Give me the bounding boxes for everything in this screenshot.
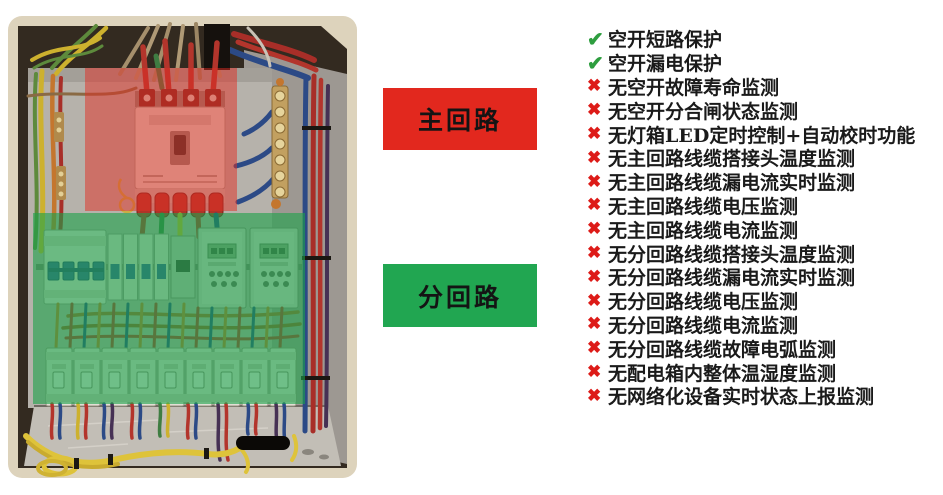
checklist-item: ✖ 无分回路线缆搭接头温度监测 [587, 241, 935, 266]
checklist-item-text: 无分回路线缆漏电流实时监测 [608, 267, 856, 290]
cross-icon: ✖ [587, 124, 602, 145]
checklist-item: ✖ 无分回路线缆漏电流实时监测 [587, 265, 935, 290]
checklist-item-text: 无主回路线缆电流监测 [608, 219, 799, 242]
checklist-item: ✔空开漏电保护 [587, 50, 935, 76]
checklist-item-text: 无分回路线缆搭接头温度监测 [608, 243, 856, 266]
checklist-item: ✖ 无主回路线缆搭接头温度监测 [587, 146, 935, 171]
cross-icon: ✖ [587, 147, 602, 168]
checklist-item: ✖ 无配电箱内整体温湿度监测 [587, 360, 935, 385]
checklist-item: ✔空开短路保护 [587, 26, 935, 52]
checklist-item: ✖ 无空开分合闸状态监测 [587, 98, 935, 123]
checklist-item-text: 无主回路线缆漏电流实时监测 [608, 172, 856, 195]
cross-icon: ✖ [587, 314, 602, 335]
cross-icon: ✖ [587, 338, 602, 359]
distribution-box-photo [8, 16, 357, 478]
checklist-item: ✖ 无网络化设备实时状态上报监测 [587, 384, 935, 409]
checklist-item-text: 无空开分合闸状态监测 [608, 100, 799, 123]
branch-circuit-highlight [33, 213, 305, 404]
checklist-item-text: 空开短路保护 [608, 29, 723, 52]
check-icon: ✔ [587, 26, 604, 51]
cross-icon: ✖ [587, 195, 602, 216]
checklist-item: ✖ 无主回路线缆漏电流实时监测 [587, 170, 935, 195]
checklist-item-text: 无空开故障寿命监测 [608, 77, 780, 99]
main-circuit-highlight [85, 68, 237, 211]
cross-icon: ✖ [587, 76, 602, 97]
cross-icon: ✖ [587, 290, 602, 311]
checklist-item-text: 无主回路线缆搭接头温度监测 [608, 148, 856, 171]
checklist-item-text: 无灯箱LED定时控制+自动校时功能 [608, 124, 916, 147]
main-circuit-label: 主回路 [383, 88, 537, 150]
checklist-item-text: 无配电箱内整体温湿度监测 [608, 362, 837, 385]
checklist-item-text: 无分回路线缆电流监测 [608, 314, 799, 337]
checklist-item-text: 空开漏电保护 [608, 53, 723, 76]
checklist-item-text: 无分回路线缆故障电弧监测 [608, 338, 837, 361]
cross-icon: ✖ [587, 243, 602, 264]
cross-icon: ✖ [587, 100, 602, 121]
checklist-item: ✖ 无分回路线缆故障电弧监测 [587, 336, 935, 361]
checklist-item: ✖ 无分回路线缆电压监测 [587, 289, 935, 314]
checklist-item: ✖ 无主回路线缆电流监测 [587, 217, 935, 242]
cross-icon: ✖ [587, 362, 602, 383]
checklist-item: ✖ 无主回路线缆电压监测 [587, 194, 935, 218]
check-icon: ✔ [587, 50, 604, 75]
checklist-item-text: 无主回路线缆电压监测 [608, 195, 799, 218]
checklist-item-text: 无分回路线缆电压监测 [608, 291, 799, 314]
cross-icon: ✖ [587, 171, 602, 192]
checklist: ✔空开短路保护✔空开漏电保护✖无空开故障寿命监测✖无空开分合闸状态监测✖无灯箱L… [587, 27, 935, 408]
cross-icon: ✖ [587, 266, 602, 287]
cross-icon: ✖ [587, 385, 602, 406]
checklist-item: ✖ 无分回路线缆电流监测 [587, 313, 935, 337]
checklist-item: ✖ 无空开故障寿命监测 [587, 75, 935, 99]
cross-icon: ✖ [587, 219, 602, 240]
checklist-item-text: 无网络化设备实时状态上报监测 [608, 386, 875, 409]
branch-circuit-label: 分回路 [383, 264, 537, 327]
checklist-item: ✖ 无灯箱LED定时控制+自动校时功能 [587, 122, 935, 147]
